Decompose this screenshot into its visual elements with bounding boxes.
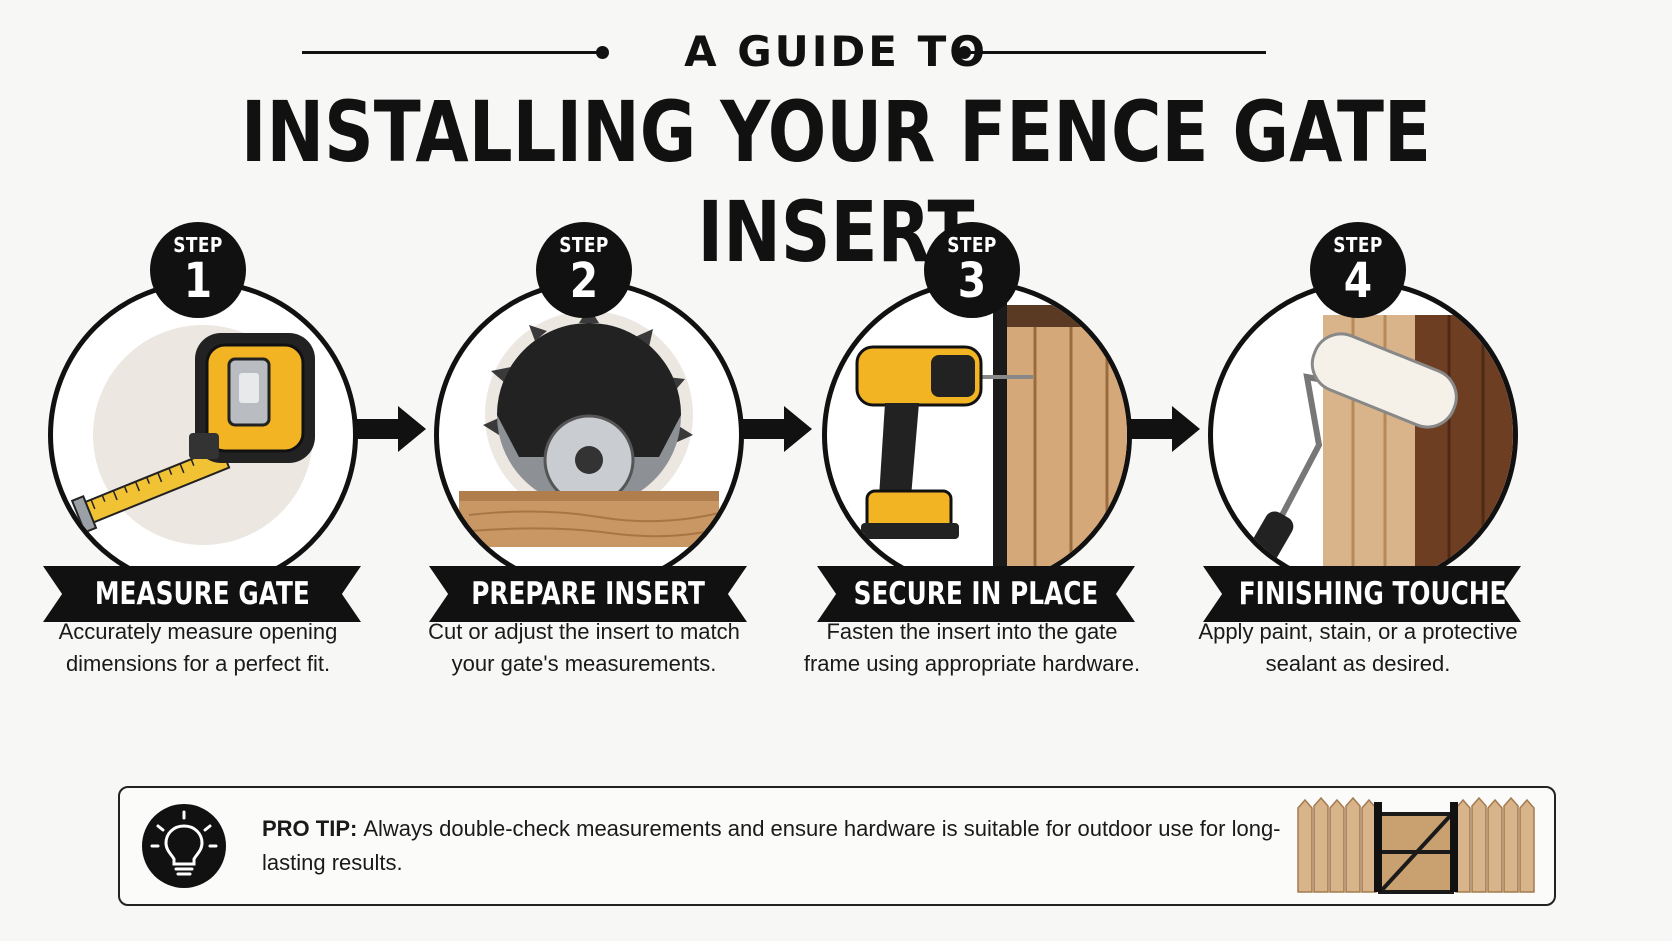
step-2-badge-label: STEP — [559, 233, 609, 257]
pro-tip-box: PRO TIP:Always double-check measurements… — [118, 786, 1556, 906]
page-title: INSTALLING YOUR FENCE GATE INSERT — [240, 83, 1432, 281]
step-1-badge-label: STEP — [173, 233, 223, 257]
step-1-title-banner: MEASURE GATE — [43, 566, 361, 622]
arrow-right-icon — [742, 406, 812, 452]
pro-tip-body: Always double-check measurements and ens… — [262, 816, 1281, 875]
kicker-rule-right — [970, 51, 1266, 54]
step-2-title-banner: PREPARE INSERT — [429, 566, 747, 622]
pro-tip-label: PRO TIP: — [262, 816, 358, 841]
pro-tip-text: PRO TIP:Always double-check measurements… — [262, 812, 1282, 880]
step-4-illustration — [1208, 280, 1518, 590]
kicker-rule-left — [302, 51, 598, 54]
power-drill-icon — [855, 285, 1127, 585]
step-2: STEP 2 PREPARE INSERT Cut or adjust the … — [428, 222, 754, 722]
header-kicker-row: A GUIDE TO — [0, 26, 1672, 76]
step-1-illustration — [48, 280, 358, 590]
kicker-dot-left — [596, 46, 609, 59]
step-2-number: 2 — [569, 253, 599, 309]
step-1-description: Accurately measure opening dimensions fo… — [58, 619, 338, 676]
step-4-title-banner: FINISHING TOUCHES — [1203, 566, 1521, 622]
step-1: STEP 1 MEASURE GATE Accurately measure o… — [43, 222, 368, 722]
tape-measure-icon — [70, 325, 315, 545]
step-3-number: 3 — [957, 253, 987, 309]
kicker-text: A GUIDE TO — [684, 27, 988, 76]
step-3-title: SECURE IN PLACE — [853, 576, 1099, 612]
arrow-right-icon — [1130, 406, 1200, 452]
step-4-description: Apply paint, stain, or a protective seal… — [1198, 619, 1518, 676]
step-1-number: 1 — [183, 253, 213, 309]
step-3-illustration — [822, 280, 1132, 590]
lightbulb-icon — [142, 804, 226, 888]
arrow-right-icon — [356, 406, 426, 452]
kicker-dot-right — [958, 46, 971, 59]
step-4: STEP 4 FINISHING TOUCHES Apply paint, st… — [1198, 222, 1528, 722]
step-4-number: 4 — [1343, 253, 1373, 309]
paint-roller-icon — [1242, 315, 1513, 585]
step-3-badge: STEP 3 — [924, 222, 1020, 318]
fence-gate-icon — [1297, 796, 1535, 894]
step-1-title: MEASURE GATE — [94, 576, 310, 612]
step-2-badge: STEP 2 — [536, 222, 632, 318]
step-4-badge-label: STEP — [1333, 233, 1383, 257]
step-4-title: FINISHING TOUCHES — [1238, 576, 1525, 612]
circular-saw-icon — [459, 307, 720, 547]
step-2-description: Cut or adjust the insert to match your g… — [428, 619, 740, 676]
step-3-description: Fasten the insert into the gate frame us… — [803, 619, 1141, 676]
step-3-title-banner: SECURE IN PLACE — [817, 566, 1135, 622]
step-1-badge: STEP 1 — [150, 222, 246, 318]
step-2-title: PREPARE INSERT — [471, 576, 705, 612]
step-2-illustration — [434, 280, 744, 590]
step-4-badge: STEP 4 — [1310, 222, 1406, 318]
step-3-badge-label: STEP — [947, 233, 997, 257]
step-3: STEP 3 SECURE IN PLACE Fasten the insert… — [804, 222, 1142, 722]
